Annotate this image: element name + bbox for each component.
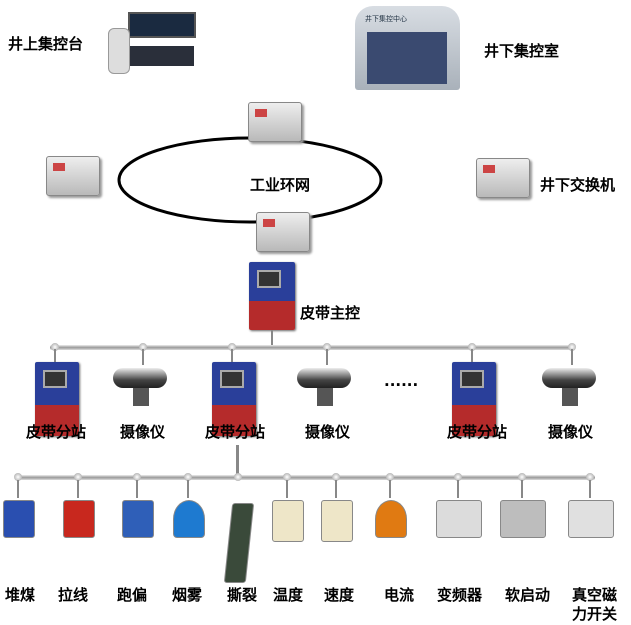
sensor-device: [3, 500, 35, 538]
device-label: 电流: [384, 586, 415, 604]
bus-node: [283, 473, 291, 481]
camera-device: [113, 364, 169, 408]
ring-switch-left: [46, 156, 100, 196]
bus-node: [332, 473, 340, 481]
drop-line: [571, 349, 573, 365]
device-bus: [17, 475, 595, 480]
belt-master-label: 皮带主控: [300, 304, 361, 322]
surface-console-image: [108, 8, 196, 88]
device-label: 速度: [324, 586, 355, 604]
bus-node: [468, 343, 476, 351]
ring-network-label: 工业环网: [250, 176, 311, 194]
substation-connector: [236, 445, 239, 475]
device-label: 真空磁 力开关: [572, 586, 618, 623]
sensor-device: [173, 500, 205, 538]
drop-line: [457, 480, 459, 498]
station-bus: [50, 345, 574, 350]
sensor-device: [63, 500, 95, 538]
drop-line: [231, 349, 233, 365]
device-label: 跑偏: [117, 586, 148, 604]
sensor-device: [436, 500, 482, 538]
drop-line: [54, 349, 56, 365]
drop-line: [142, 349, 144, 365]
device-label: 堆煤: [5, 586, 36, 604]
underground-control-room-image: 井下集控中心: [355, 6, 460, 90]
underground-switch-label: 井下交换机: [540, 176, 616, 194]
underground-room-label: 井下集控室: [484, 42, 560, 60]
bus-node: [133, 473, 141, 481]
drop-line: [389, 480, 391, 498]
sensor-device: [272, 500, 304, 542]
bus-node: [454, 473, 462, 481]
drop-line: [335, 480, 337, 498]
bus-node: [568, 343, 576, 351]
belt-master-controller: [249, 262, 295, 330]
camera-device: [297, 364, 353, 408]
sensor-device: [375, 500, 407, 538]
belt-substation: [452, 362, 496, 436]
device-label: 撕裂: [227, 586, 258, 604]
bus-node: [51, 343, 59, 351]
device-label: 变频器: [437, 586, 483, 604]
room-sign: 井下集控中心: [365, 15, 407, 23]
belt-substation: [35, 362, 79, 436]
ellipsis: ......: [384, 372, 419, 390]
drop-line: [589, 480, 591, 498]
ring-network: [117, 136, 383, 224]
bus-node: [518, 473, 526, 481]
bus-node: [74, 473, 82, 481]
sensor-device: [321, 500, 353, 542]
belt-substation-label: 皮带分站: [205, 423, 266, 441]
camera-label: 摄像仪: [548, 423, 594, 441]
bus-node: [228, 343, 236, 351]
belt-substation-label: 皮带分站: [447, 423, 508, 441]
sensor-device: [223, 503, 255, 583]
bus-node: [184, 473, 192, 481]
drop-line: [326, 349, 328, 365]
camera-device: [542, 364, 598, 408]
camera-label: 摄像仪: [305, 423, 351, 441]
bus-node: [386, 473, 394, 481]
device-label: 拉线: [58, 586, 89, 604]
bus-node: [586, 473, 594, 481]
device-label: 温度: [273, 586, 304, 604]
drop-line: [187, 480, 189, 498]
sensor-device: [568, 500, 614, 538]
ring-switch-top: [248, 102, 302, 142]
underground-switch: [476, 158, 530, 198]
master-connector: [271, 330, 273, 346]
drop-line: [136, 480, 138, 498]
sensor-device: [500, 500, 546, 538]
device-label: 软启动: [505, 586, 551, 604]
bus-node: [323, 343, 331, 351]
camera-label: 摄像仪: [120, 423, 166, 441]
drop-line: [77, 480, 79, 498]
drop-line: [286, 480, 288, 498]
bus-node: [139, 343, 147, 351]
device-label: 烟雾: [172, 586, 203, 604]
drop-line: [471, 349, 473, 365]
ring-switch-bottom: [256, 212, 310, 252]
bus-node: [14, 473, 22, 481]
drop-line: [521, 480, 523, 498]
belt-substation-label: 皮带分站: [26, 423, 87, 441]
bus-node: [234, 473, 242, 481]
sensor-device: [122, 500, 154, 538]
drop-line: [17, 480, 19, 498]
surface-console-label: 井上集控台: [8, 35, 84, 53]
belt-substation: [212, 362, 256, 436]
